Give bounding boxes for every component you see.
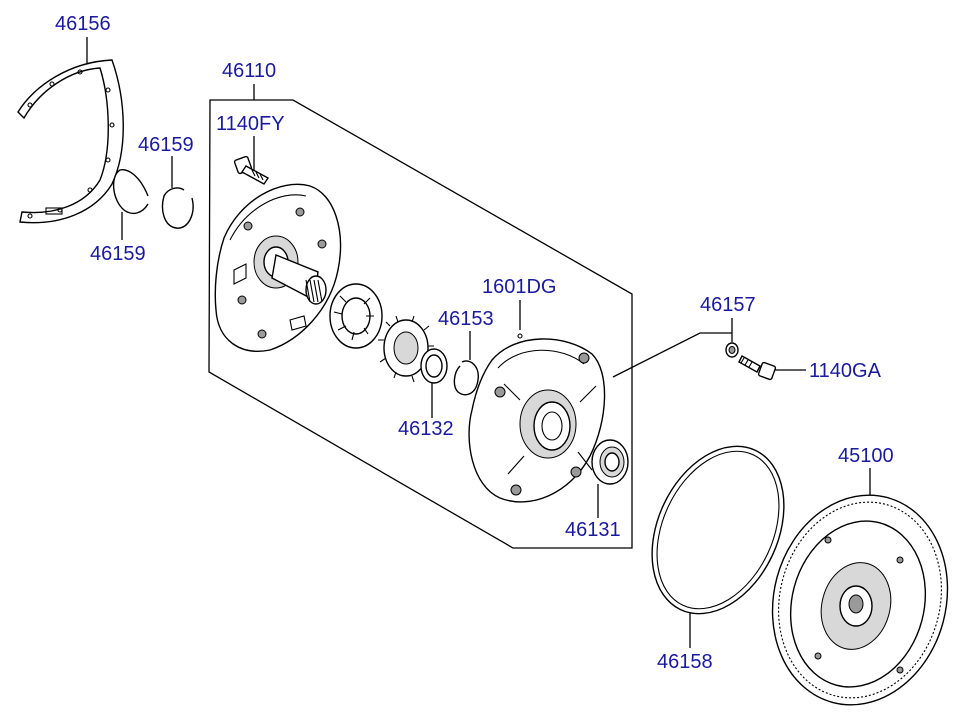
pump-gears bbox=[329, 283, 434, 383]
label-46156: 46156 bbox=[55, 13, 111, 35]
label-45100: 45100 bbox=[838, 445, 894, 467]
snap-rings-46159 bbox=[113, 169, 194, 229]
label-46153: 46153 bbox=[438, 308, 494, 330]
torque-converter-45100 bbox=[771, 494, 949, 706]
label-46131: 46131 bbox=[565, 519, 621, 541]
oil-seal-46131 bbox=[591, 439, 629, 485]
label-1140GA: 1140GA bbox=[809, 360, 882, 382]
seal-ring-46132 bbox=[420, 348, 448, 384]
label-1601DG: 1601DG bbox=[482, 276, 557, 298]
label-46132: 46132 bbox=[398, 418, 454, 440]
label-46159-bottom: 46159 bbox=[90, 243, 146, 265]
pump-cover bbox=[468, 333, 606, 503]
o-ring-46158 bbox=[651, 445, 785, 615]
bolt-1140FY bbox=[233, 155, 270, 185]
snap-ring-46153 bbox=[453, 360, 479, 396]
pump-housing bbox=[214, 183, 342, 352]
label-46159-top: 46159 bbox=[138, 134, 194, 156]
label-1140FY: 1140FY bbox=[216, 113, 285, 135]
bolt-1140GA bbox=[738, 355, 777, 381]
label-46157: 46157 bbox=[700, 294, 756, 316]
label-46110: 46110 bbox=[222, 60, 276, 82]
washer-46157 bbox=[725, 342, 739, 358]
gasket-46156 bbox=[17, 59, 124, 224]
part-labels: 46156 46110 1140FY 46159 46159 1601DG 46… bbox=[55, 13, 894, 673]
label-46158: 46158 bbox=[657, 651, 713, 673]
